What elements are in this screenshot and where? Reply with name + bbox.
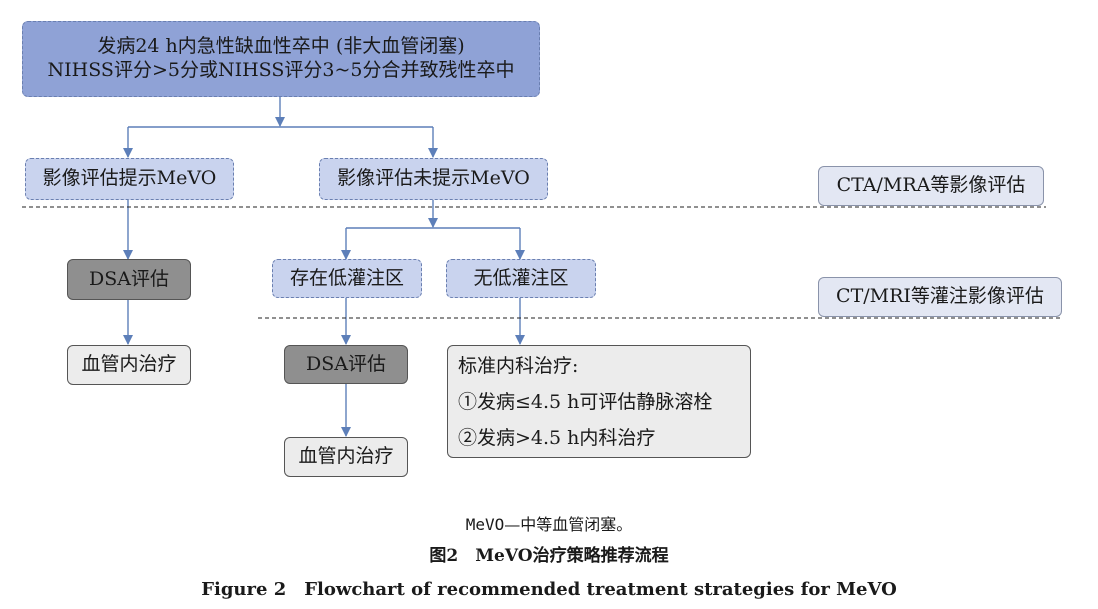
abbreviation-note: MeVO—中等血管闭塞。 xyxy=(0,511,1098,535)
medical-title: 标准内科治疗: xyxy=(458,354,579,377)
standard-medical-treatment-box: 标准内科治疗: ①发病≤4.5 h可评估静脉溶栓 ②发病>4.5 h内科治疗 xyxy=(447,345,751,458)
start-criteria-box: 发病24 h内急性缺血性卒中 (非大血管闭塞) NIHSS评分>5分或NIHSS… xyxy=(22,21,540,97)
endovascular-treatment-left: 血管内治疗 xyxy=(67,345,191,385)
imaging-no-mevo-box: 影像评估未提示MeVO xyxy=(319,158,548,200)
connectors xyxy=(22,97,1060,437)
side-label-cta-mra: CTA/MRA等影像评估 xyxy=(818,166,1044,206)
dsa-evaluation-right: DSA评估 xyxy=(284,345,408,384)
abbreviation-term: MeVO xyxy=(465,515,505,534)
no-hypoperfusion-box: 无低灌注区 xyxy=(446,259,596,298)
side-label-ct-mri: CT/MRI等灌注影像评估 xyxy=(818,277,1062,317)
flowchart: 发病24 h内急性缺血性卒中 (非大血管闭塞) NIHSS评分>5分或NIHSS… xyxy=(22,21,1062,477)
medical-item-1: ①发病≤4.5 h可评估静脉溶栓 xyxy=(458,390,713,413)
figure-caption-english: Figure 2 Flowchart of recommended treatm… xyxy=(201,579,897,600)
hypoperfusion-present-box: 存在低灌注区 xyxy=(272,259,422,298)
dsa-evaluation-left: DSA评估 xyxy=(67,259,191,300)
imaging-shows-mevo-box: 影像评估提示MeVO xyxy=(25,158,234,200)
figure-caption-chinese: 图2 MeVO治疗策略推荐流程 xyxy=(429,546,669,566)
start-line-1: 发病24 h内急性缺血性卒中 (非大血管闭塞) xyxy=(97,35,465,58)
endovascular-treatment-right: 血管内治疗 xyxy=(284,437,408,477)
medical-item-2: ②发病>4.5 h内科治疗 xyxy=(458,426,656,449)
start-line-2: NIHSS评分>5分或NIHSS评分3~5分合并致残性卒中 xyxy=(47,59,515,81)
abbreviation-definition: —中等血管闭塞。 xyxy=(504,515,633,534)
